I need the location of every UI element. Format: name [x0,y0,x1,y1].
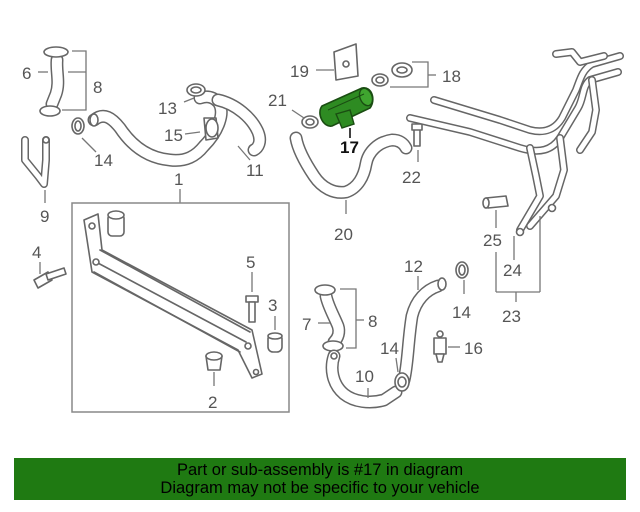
label-12: 12 [404,257,423,276]
fitting-part-22[interactable] [411,123,423,147]
hose-part-6[interactable] [39,46,69,117]
pipe-assembly-part-23[interactable] [406,48,624,237]
label-10: 10 [355,367,374,386]
label-1: 1 [174,170,183,189]
pump-part-17-highlighted[interactable] [319,86,375,129]
clamp-part-21[interactable] [301,115,319,129]
info-banner: Part or sub-assembly is #17 in diagram D… [14,458,626,500]
label-8-top: 8 [93,78,102,97]
label-17: 17 [340,138,359,157]
fitting-part-25[interactable] [482,195,509,209]
cooler-part-1[interactable] [83,210,263,379]
label-19: 19 [290,62,309,81]
label-3: 3 [268,296,277,315]
bolt-part-4[interactable] [33,267,67,289]
label-14-top: 14 [94,151,113,170]
hose-part-20[interactable] [289,131,413,199]
label-22: 22 [402,168,421,187]
hose-part-7[interactable] [314,284,346,352]
label-20: 20 [334,225,353,244]
bolt-part-5[interactable] [245,295,259,323]
clamp-part-14-lower-left[interactable] [394,372,410,392]
bracket-part-15[interactable] [203,117,219,141]
label-9: 9 [40,207,49,226]
sensor-part-16[interactable] [433,330,447,363]
label-8-bottom: 8 [368,312,377,331]
label-5: 5 [246,253,255,272]
label-23: 23 [502,307,521,326]
part-1-frame [71,202,290,413]
label-6: 6 [22,64,31,83]
label-13: 13 [158,99,177,118]
label-18: 18 [442,67,461,86]
label-25: 25 [483,231,502,250]
grommet-part-2[interactable] [205,351,223,371]
banner-line-1: Part or sub-assembly is #17 in diagram [176,461,464,479]
hose-part-11[interactable] [87,90,267,167]
hose-part-10[interactable] [325,349,403,409]
label-14-lower-left: 14 [380,339,399,358]
label-16: 16 [464,339,483,358]
clamp-part-13[interactable] [186,83,206,97]
bracket-part-19[interactable] [333,43,359,81]
clamp-part-14-lower-right[interactable] [455,261,469,279]
label-2: 2 [208,393,217,412]
label-7: 7 [302,315,311,334]
label-14-lower-right: 14 [452,303,471,322]
clamp-part-14-left[interactable] [71,117,85,135]
label-24: 24 [503,261,522,280]
label-15: 15 [164,126,183,145]
label-21: 21 [268,91,287,110]
connector-part-18[interactable] [371,62,413,87]
hose-part-12[interactable] [397,277,447,387]
leader-lines-6-8 [38,50,87,111]
pipe-part-9[interactable] [21,136,50,188]
label-4: 4 [32,243,41,262]
label-11: 11 [246,161,264,180]
parts-diagram: 6 8 9 14 11 13 15 1 [21,43,624,413]
grommet-part-3[interactable] [267,332,283,353]
banner-line-2: Diagram may not be specific to your vehi… [160,479,480,497]
